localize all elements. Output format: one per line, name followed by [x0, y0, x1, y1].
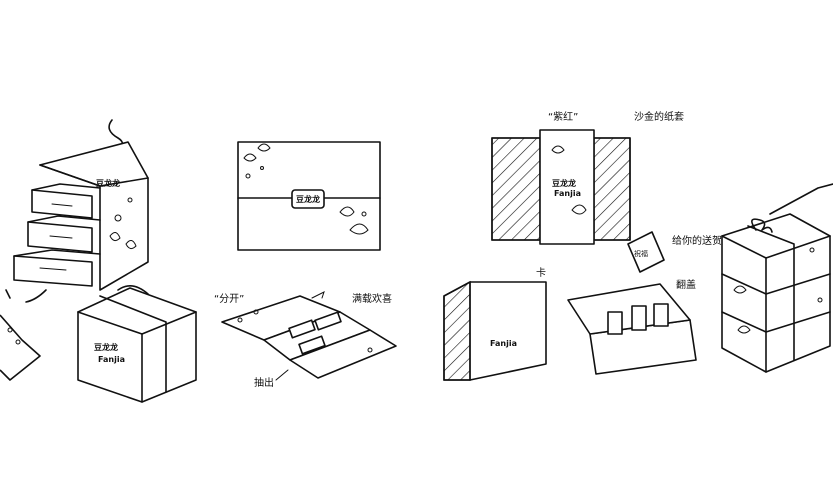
drawer-brand-mark: 豆龙龙 [96, 178, 120, 188]
sleeve-brand-mark: 豆龙龙 [552, 178, 576, 188]
carry-box-sketch: 豆龙龙 Fanjia [77, 285, 197, 403]
closed-box-sketch: Fanjia 卡 [443, 266, 547, 381]
sleeve-note-label: 沙金的纸套 [634, 110, 684, 123]
sleeve-box-sketch: 豆龙龙 Fanjia “紫红” 沙金的纸套 [491, 110, 684, 245]
slide-note-label: “分开” [214, 293, 244, 305]
folding-tray-sketch: “分开” 满载欢喜 抽出 [214, 291, 397, 389]
closed-box-brand-word: Fanjia [490, 339, 517, 348]
tag-note-label: 卡 [536, 266, 546, 279]
sleeve-brand-word: Fanjia [554, 189, 581, 198]
ribbon-note-label: “紫红” [548, 110, 578, 123]
carry-box-brand-word: Fanjia [98, 355, 125, 364]
drawer-tower-sketch: 豆龙龙 [5, 119, 149, 303]
gift-note-label: 满载欢喜 [352, 292, 392, 305]
card-inner-text: 祝福 [634, 249, 648, 258]
partial-box-sketch [0, 314, 41, 381]
card-note-label: 给你的送贺 [672, 234, 722, 247]
open-lid-box-sketch: 祝福 给你的送贺 翻盖 [567, 231, 722, 375]
envelope-box-sketch: 豆龙龙 [237, 141, 381, 251]
ribbon-stack-box-sketch [721, 183, 833, 373]
pull-note-label: 抽出 [254, 376, 274, 389]
lid-note-label: 翻盖 [676, 278, 696, 291]
envelope-brand-mark: 豆龙龙 [296, 194, 320, 204]
carry-box-brand-mark: 豆龙龙 [94, 342, 118, 352]
